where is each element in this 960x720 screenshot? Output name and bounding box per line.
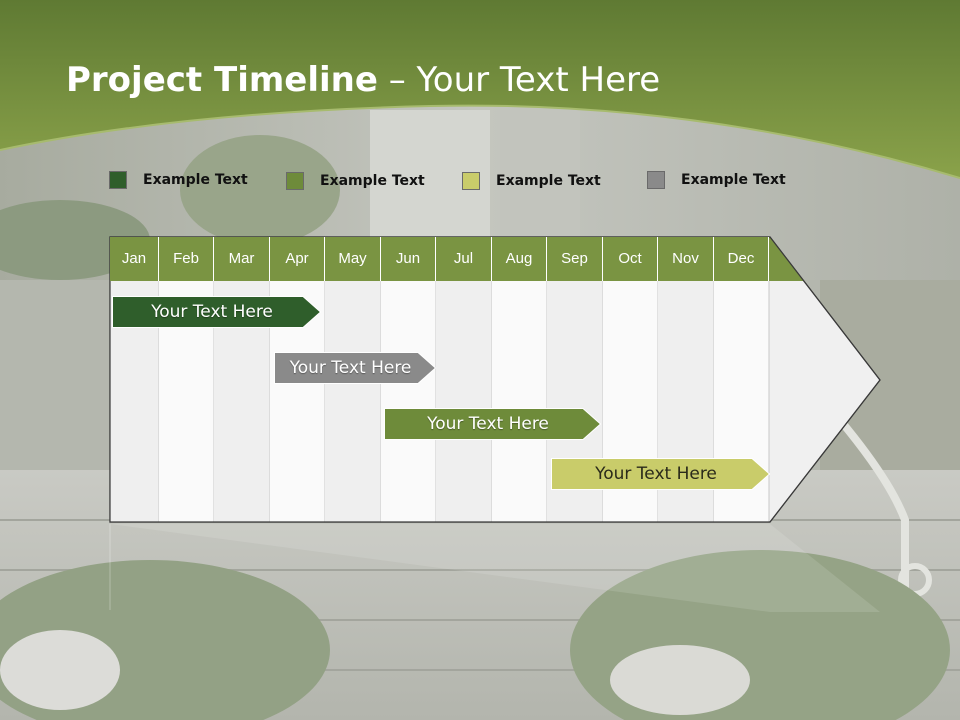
month-may: May <box>325 237 381 281</box>
task-bar-2[interactable]: Your Text Here <box>274 352 436 384</box>
month-feb: Feb <box>159 237 214 281</box>
month-dec: Dec <box>714 237 769 281</box>
title-rest: – Your Text Here <box>377 60 661 100</box>
month-jan: Jan <box>110 237 159 281</box>
legend-item-3: Example Text <box>462 172 601 190</box>
task-arrow-shape <box>112 296 321 328</box>
legend-swatch <box>286 172 304 190</box>
task-arrow-shape <box>551 458 770 490</box>
month-nov: Nov <box>658 237 714 281</box>
legend-label: Example Text <box>496 173 601 189</box>
month-apr: Apr <box>270 237 325 281</box>
task-arrow-shape <box>274 352 436 384</box>
legend-label: Example Text <box>143 172 248 188</box>
legend-item-4: Example Text <box>647 171 786 189</box>
task-label: Your Text Here <box>427 414 549 434</box>
task-label: Your Text Here <box>289 358 412 378</box>
legend-swatch <box>462 172 480 190</box>
legend-swatch <box>109 171 127 189</box>
task-label: Your Text Here <box>151 302 273 322</box>
task-bar-1[interactable]: Your Text Here <box>112 296 321 328</box>
legend-swatch <box>647 171 665 189</box>
month-sep: Sep <box>547 237 603 281</box>
month-oct: Oct <box>603 237 658 281</box>
task-bar-4[interactable]: Your Text Here <box>551 458 770 490</box>
month-jun: Jun <box>381 237 436 281</box>
legend-label: Example Text <box>681 172 786 188</box>
month-mar: Mar <box>214 237 270 281</box>
slide-title: Project Timeline – Your Text Here <box>66 60 660 100</box>
legend-item-2: Example Text <box>286 172 425 190</box>
legend-label: Example Text <box>320 173 425 189</box>
month-aug: Aug <box>492 237 547 281</box>
month-jul: Jul <box>436 237 492 281</box>
title-bold: Project Timeline <box>66 60 378 100</box>
task-label: Your Text Here <box>595 464 717 484</box>
task-arrow-shape <box>384 408 601 440</box>
legend-item-1: Example Text <box>109 171 248 189</box>
task-bar-3[interactable]: Your Text Here <box>384 408 601 440</box>
